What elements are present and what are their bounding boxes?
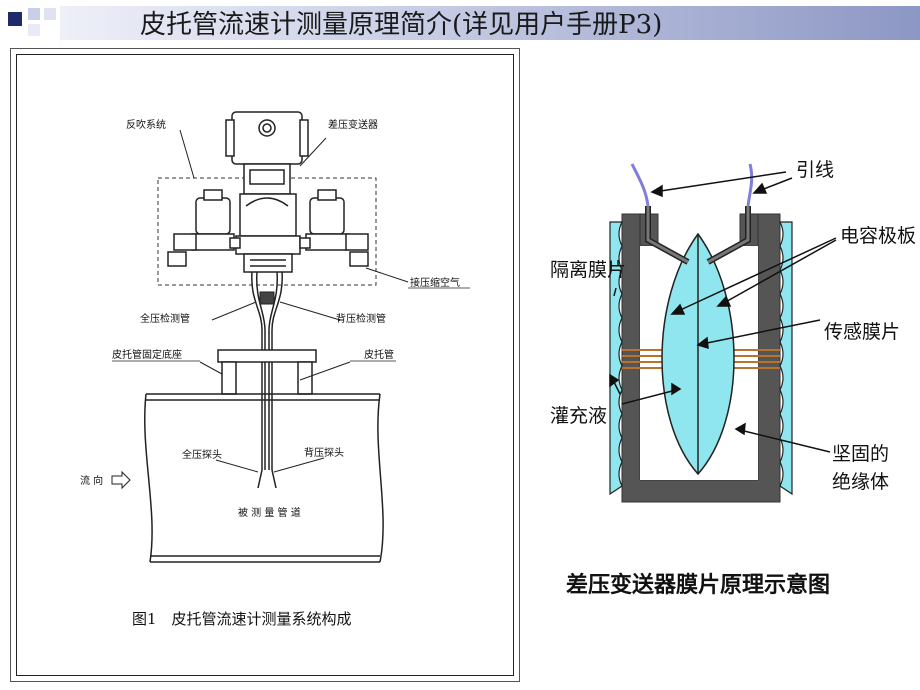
label-compressed-air: 接压缩空气 bbox=[410, 276, 460, 289]
title-gradient bbox=[60, 6, 920, 40]
label-capacitor-plate: 电容极板 bbox=[840, 225, 916, 247]
label-total-pressure-tube: 全压检测管 bbox=[140, 312, 190, 325]
label-back-probe: 背压探头 bbox=[304, 446, 344, 459]
label-isolation-diaphragm: 隔离膜片 bbox=[550, 259, 626, 281]
bullet-square-icon bbox=[44, 8, 56, 20]
probe-tips bbox=[257, 469, 277, 489]
dp-transmitter-icon bbox=[225, 111, 309, 273]
title-bar: 皮托管流速计测量原理简介(详见用户手册P3) bbox=[0, 0, 920, 46]
left-solenoid-valve-icon bbox=[167, 189, 241, 267]
pitot-base-icon bbox=[217, 349, 317, 395]
pipe-icon bbox=[144, 393, 384, 563]
label-backflush: 反吹系统 bbox=[126, 118, 166, 131]
label-back-pressure-tube: 背压检测管 bbox=[336, 312, 386, 325]
flow-arrow-icon bbox=[111, 470, 131, 490]
lead-wire-icon bbox=[630, 163, 754, 207]
right-figure-caption: 差压变送器膜片原理示意图 bbox=[566, 572, 830, 598]
label-pipe: 被 测 量 管 道 bbox=[238, 506, 301, 519]
label-fill-liquid: 灌充液 bbox=[550, 405, 607, 427]
slide-title: 皮托管流速计测量原理简介(详见用户手册P3) bbox=[140, 10, 663, 40]
label-insulator-line1: 坚固的 bbox=[832, 443, 889, 465]
bullet-square-icon bbox=[8, 12, 22, 26]
label-flow-direction: 流 向 bbox=[80, 474, 103, 487]
capacitor-plate-leads-fill bbox=[646, 206, 750, 264]
label-sensing-diaphragm: 传感膜片 bbox=[824, 321, 900, 343]
tube-clamp bbox=[259, 291, 275, 305]
label-total-probe: 全压探头 bbox=[182, 448, 222, 461]
right-isolation-diaphragm bbox=[779, 221, 793, 496]
left-figure-caption: 图1 皮托管流速计测量系统构成 bbox=[132, 610, 352, 628]
label-insulator-line2: 绝缘体 bbox=[832, 471, 889, 493]
figure-outer-frame bbox=[10, 48, 520, 682]
label-lead-wire: 引线 bbox=[796, 159, 834, 181]
bullet-square-icon bbox=[28, 24, 40, 36]
detection-tubes bbox=[251, 271, 283, 470]
left-isolation-diaphragm bbox=[609, 221, 623, 496]
label-pitot-base: 皮托管固定底座 bbox=[112, 348, 182, 361]
bullet-square-icon bbox=[28, 8, 40, 20]
label-pitot-tube: 皮托管 bbox=[364, 348, 394, 361]
label-dp-transmitter: 差压变送器 bbox=[328, 118, 378, 131]
figure-inner-frame bbox=[16, 54, 514, 676]
right-solenoid-valve-icon bbox=[299, 189, 369, 267]
